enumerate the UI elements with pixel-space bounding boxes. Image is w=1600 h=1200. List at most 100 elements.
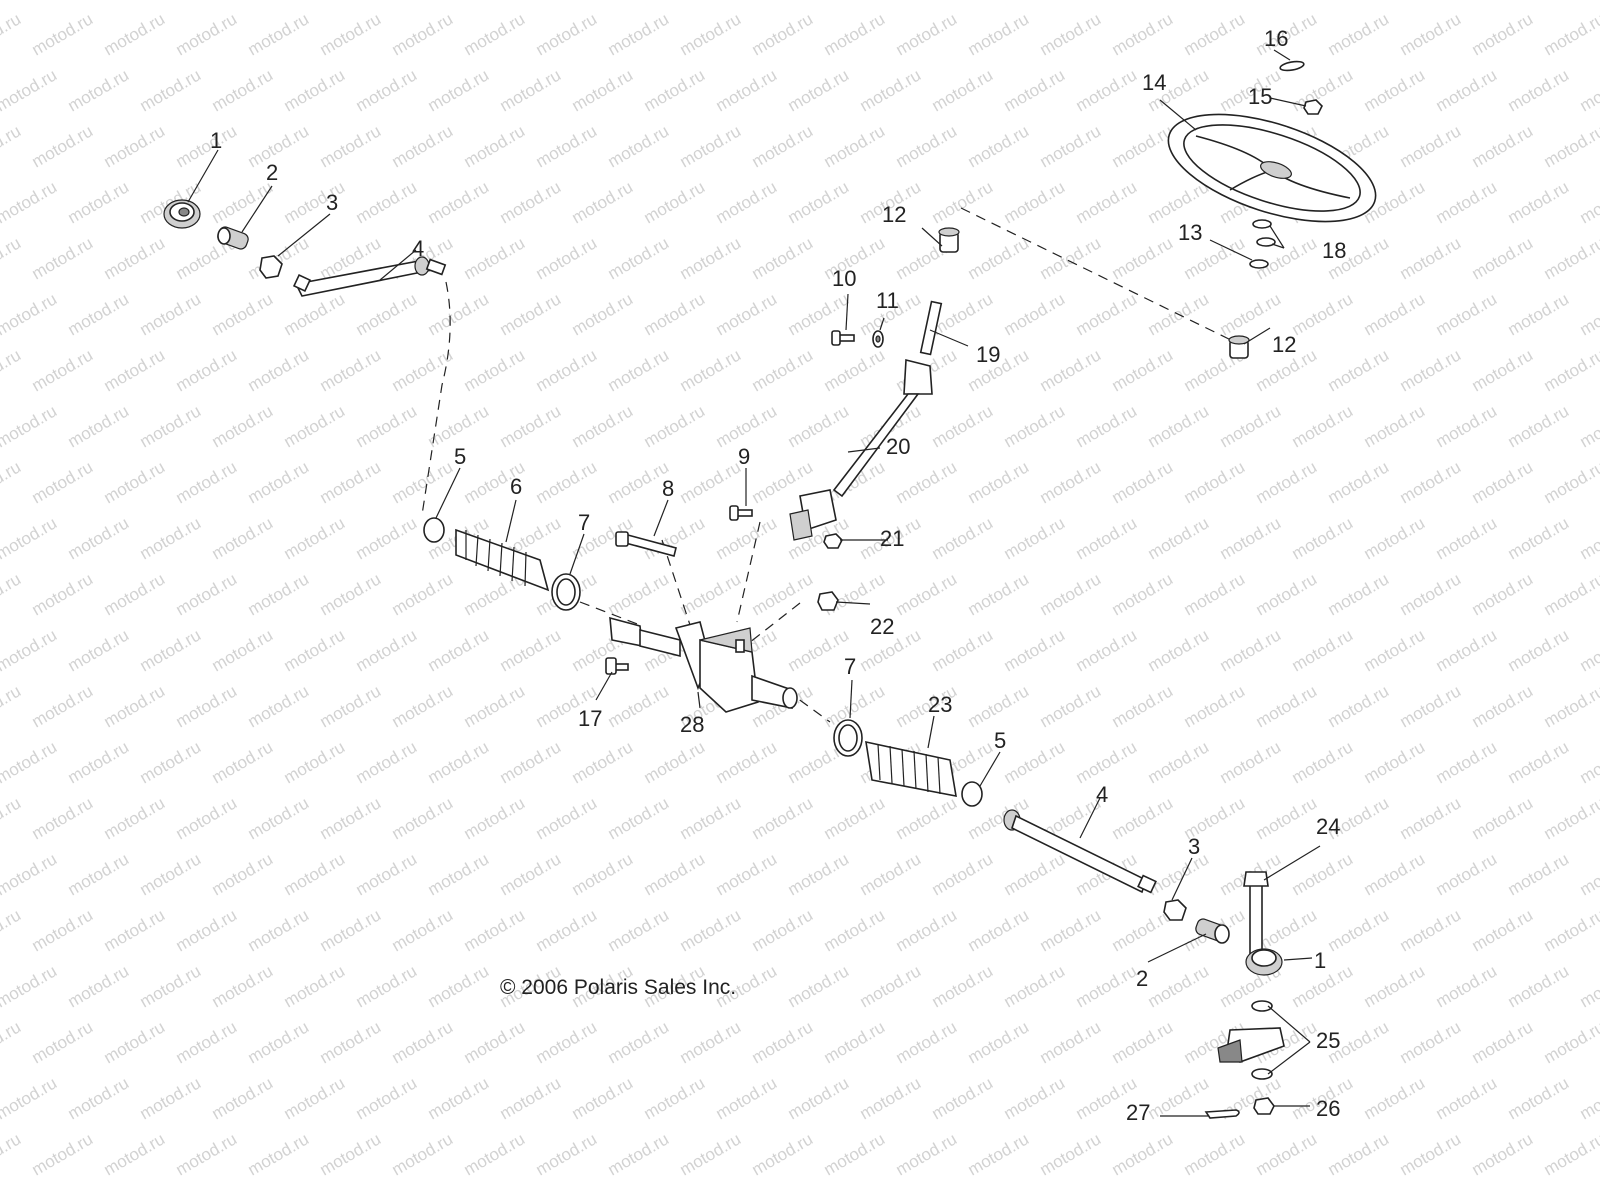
watermark-text: motod.ru [749,569,817,619]
callout-13: 13 [1178,220,1202,245]
watermark-text: motod.ru [1577,177,1600,227]
callout-21: 21 [880,526,904,551]
part-12-lower [1228,335,1250,359]
watermark-text: motod.ru [1289,401,1357,451]
watermark-text: motod.ru [569,289,637,339]
part-6-bellows [455,528,550,592]
watermark-text: motod.ru [497,177,565,227]
watermark-text: motod.ru [965,905,1033,955]
watermark-text: motod.ru [569,1073,637,1123]
watermark-text: motod.ru [1073,0,1141,3]
watermark-text: motod.ru [1469,793,1537,843]
callout-1-upper: 1 [210,128,222,153]
watermark-text: motod.ru [857,0,925,3]
watermark-text: motod.ru [65,0,133,3]
watermark-text: motod.ru [353,961,421,1011]
watermark-text: motod.ru [461,1017,529,1067]
watermark-text: motod.ru [29,121,97,171]
watermark-text: motod.ru [857,65,925,115]
watermark-text: motod.ru [137,625,205,675]
watermark-text: motod.ru [497,1073,565,1123]
watermark-text: motod.ru [497,289,565,339]
watermark-text: motod.ru [1361,961,1429,1011]
watermark-text: motod.ru [0,345,24,395]
watermark-text: motod.ru [569,0,637,3]
part-2-upper [217,226,249,250]
watermark-text: motod.ru [1109,793,1177,843]
watermark-text: motod.ru [1397,793,1465,843]
watermark-text: motod.ru [101,9,169,59]
watermark-text: motod.ru [173,681,241,731]
watermark-text: motod.ru [1109,345,1177,395]
watermark-text: motod.ru [605,905,673,955]
watermark-text: motod.ru [965,457,1033,507]
callout-18: 18 [1322,238,1346,263]
part-3-upper [259,255,283,279]
watermark-text: motod.ru [425,177,493,227]
watermark-text: motod.ru [29,345,97,395]
watermark-text: motod.ru [641,401,709,451]
watermark-text: motod.ru [1433,0,1501,3]
watermark-text: motod.ru [1505,961,1573,1011]
watermark-text: motod.ru [317,457,385,507]
watermark-text: motod.ru [281,625,349,675]
watermark-text: motod.ru [1505,401,1573,451]
watermark-text: motod.ru [965,233,1033,283]
part-25-washers [1217,1000,1285,1080]
watermark-text: motod.ru [1577,65,1600,115]
watermark-text: motod.ru [605,793,673,843]
watermark-text: motod.ru [65,1073,133,1123]
watermark-text: motod.ru [245,457,313,507]
watermark-text: motod.ru [389,121,457,171]
watermark-text: motod.ru [1505,737,1573,787]
watermark-text: motod.ru [497,625,565,675]
watermark-text: motod.ru [137,289,205,339]
watermark-text: motod.ru [209,401,277,451]
watermark-text: motod.ru [605,1129,673,1179]
callout-12-upper: 12 [882,202,906,227]
watermark-text: motod.ru [1397,1017,1465,1067]
callout-15: 15 [1248,84,1272,109]
watermark-text: motod.ru [29,793,97,843]
watermark-text: motod.ru [1001,1073,1069,1123]
watermark-text: motod.ru [1361,625,1429,675]
watermark-text: motod.ru [65,401,133,451]
callout-3-upper: 3 [326,190,338,215]
watermark-text: motod.ru [137,401,205,451]
watermark-text: motod.ru [209,0,277,3]
part-4-upper [292,256,447,297]
watermark-text: motod.ru [1469,569,1537,619]
watermark-text: motod.ru [317,121,385,171]
watermark-text: motod.ru [0,9,24,59]
watermark-text: motod.ru [209,65,277,115]
watermark-text: motod.ru [641,177,709,227]
callout-17: 17 [578,706,602,731]
watermark-text: motod.ru [1433,65,1501,115]
watermark-text: motod.ru [0,737,60,787]
watermark-text: motod.ru [1253,681,1321,731]
callout-25: 25 [1316,1028,1340,1053]
watermark-text: motod.ru [209,849,277,899]
watermark-text: motod.ru [65,625,133,675]
watermark-text: motod.ru [65,849,133,899]
watermark-text: motod.ru [425,289,493,339]
watermark-text: motod.ru [749,905,817,955]
watermark-text: motod.ru [965,9,1033,59]
watermark-text: motod.ru [1037,457,1105,507]
watermark-text: motod.ru [1001,625,1069,675]
callout-22: 22 [870,614,894,639]
watermark-text: motod.ru [749,1017,817,1067]
watermark-text: motod.ru [1253,1129,1321,1179]
watermark-text: motod.ru [281,961,349,1011]
watermark-text: motod.ru [29,9,97,59]
watermark-text: motod.ru [1577,0,1600,3]
watermark-text: motod.ru [1361,65,1429,115]
watermark-text: motod.ru [209,513,277,563]
watermark-text: motod.ru [1037,1017,1105,1067]
watermark-text: motod.ru [1469,1017,1537,1067]
watermark-text: motod.ru [713,849,781,899]
watermark-text: motod.ru [1217,0,1285,3]
watermark-text: motod.ru [893,905,961,955]
watermark-text: motod.ru [0,457,24,507]
watermark-text: motod.ru [533,9,601,59]
